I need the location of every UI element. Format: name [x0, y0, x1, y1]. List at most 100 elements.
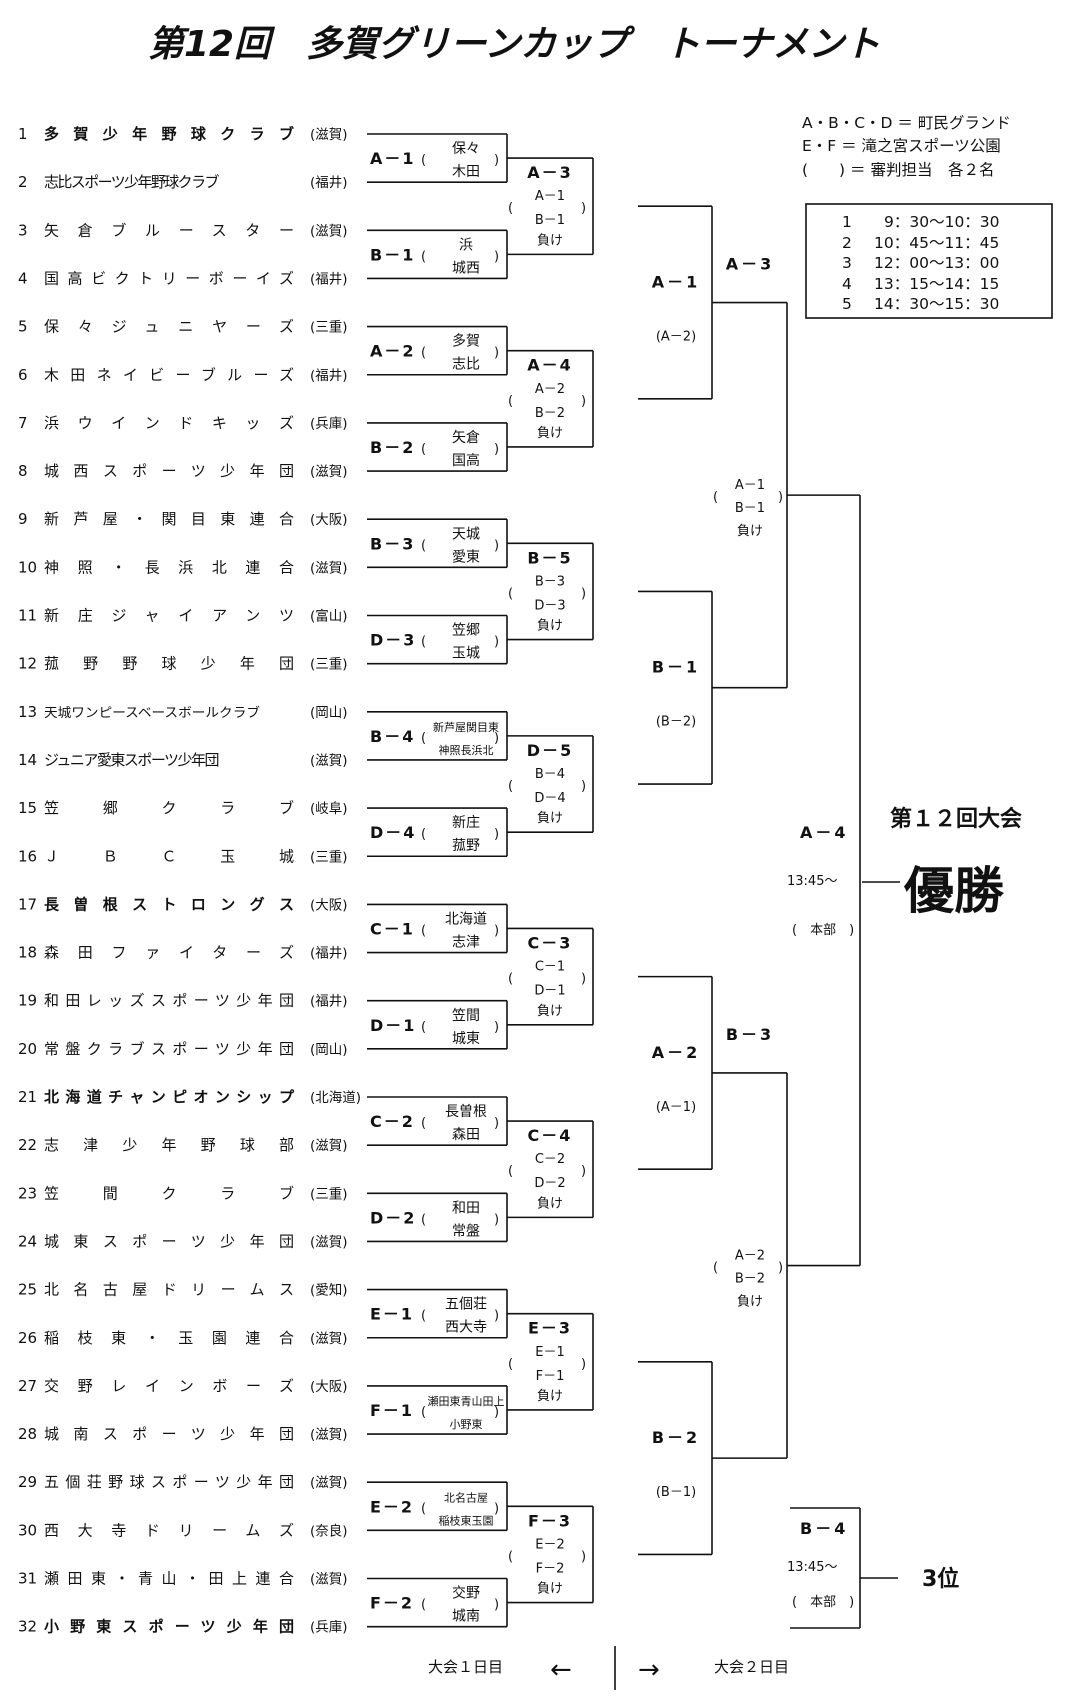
open-paren: (: [421, 153, 426, 168]
open-paren: (: [421, 346, 426, 361]
team-name: 交野レインボーズ: [44, 1377, 294, 1395]
match-label: A－3: [726, 255, 775, 274]
open-paren: (: [508, 779, 513, 794]
champion-label: 優勝: [903, 862, 1005, 920]
umpire-match: (A－2): [656, 330, 696, 345]
team-name: 城南スポーツ少年団: [44, 1425, 294, 1443]
open-paren: (: [421, 1501, 426, 1516]
umpire-match: A－1: [735, 478, 765, 493]
venue-notes: A・B・C・D ＝ 町民グランド E・F ＝ 滝之宮スポーツ公園 ( ) ＝ 審…: [802, 114, 1011, 179]
second-round-match: A－4()A－2B－2負け: [507, 349, 594, 448]
umpire-team: 浜: [459, 237, 473, 253]
umpire-match: D－2: [534, 1176, 565, 1191]
close-paren: ): [494, 635, 499, 650]
close-paren: ): [581, 779, 586, 794]
day1-label: 大会１日目: [428, 1658, 503, 1676]
umpire-team: 城西: [452, 260, 480, 276]
loser-note: 負け: [537, 811, 563, 826]
match-label: D－2: [370, 1208, 416, 1227]
team-number: 10: [18, 558, 37, 576]
close-paren: ): [494, 827, 499, 842]
second-round-match: E－3()E－1F－1負け: [507, 1312, 594, 1411]
team-name: 稲枝東・玉園連合: [44, 1329, 294, 1347]
team-number: 15: [18, 799, 37, 817]
team-name: 小野東スポーツ少年団: [44, 1618, 294, 1636]
match-label: C－3: [528, 933, 573, 952]
match-label: B－5: [527, 548, 572, 567]
match-label: A－4: [527, 356, 573, 375]
umpire-match: A－2: [535, 382, 565, 397]
left-arrow-icon: ←: [550, 1655, 572, 1685]
team-name: 木田ネイビーブルーズ: [44, 366, 294, 384]
umpire-team: 愛東: [452, 549, 480, 565]
team-number: 27: [18, 1377, 37, 1395]
team-name: 北名古屋ドリームス: [44, 1281, 294, 1299]
umpire-team: 木田: [452, 164, 480, 180]
match-label: A－2: [370, 342, 416, 361]
umpire-team: 天城: [452, 526, 480, 542]
close-paren: ): [581, 1549, 586, 1564]
match-label: C－1: [370, 919, 415, 938]
team-name: ジュニア愛東スポーツ少年団: [44, 751, 220, 769]
team-number: 31: [18, 1570, 37, 1588]
team-name: 矢倉ブルースター: [44, 221, 294, 239]
team-name: 西大寺ドリームズ: [44, 1521, 294, 1539]
team-name: 志津少年野球部: [44, 1136, 294, 1154]
third-place-match-place: ( 本部 ): [792, 1595, 854, 1610]
match-label: B－4: [370, 727, 415, 746]
second-round-match: D－5()B－4D－4負け: [507, 735, 594, 833]
open-paren: (: [421, 1309, 426, 1324]
team-number: 20: [18, 1040, 37, 1058]
umpire-match: D－3: [534, 598, 565, 613]
umpire-match: F－2: [536, 1561, 565, 1576]
close-paren: ): [581, 1357, 586, 1372]
quarter-final-match: B－1(B－2): [638, 590, 713, 785]
third-place-match-time: 13:45～: [787, 1560, 837, 1575]
schedule-no: 5: [842, 295, 852, 313]
venue-note: ( ) ＝ 審判担当 各２名: [802, 161, 994, 179]
team-name: 新庄ジャイアンツ: [44, 607, 294, 625]
second-round-match: F－3()E－2F－2負け: [507, 1505, 594, 1604]
team-number: 24: [18, 1232, 37, 1250]
match-label: C－2: [370, 1112, 415, 1131]
umpire-team: 稲枝東玉園: [439, 1513, 494, 1527]
team-number: 4: [18, 269, 28, 287]
quarter-final-match: A－1(A－2): [638, 205, 713, 400]
open-paren: (: [508, 394, 513, 409]
umpire-team: 笠間: [452, 1008, 480, 1024]
umpire-team: 長曽根: [445, 1104, 487, 1120]
team-number: 1: [18, 125, 28, 143]
team-name: 五個荘野球スポーツ少年団: [44, 1473, 294, 1491]
team-prefecture: (兵庫): [310, 1620, 348, 1636]
umpire-match: (B－1): [656, 1485, 696, 1500]
open-paren: (: [421, 1598, 426, 1613]
second-round-match: C－3()C－1D－1負け: [507, 927, 594, 1026]
open-paren: (: [421, 635, 426, 650]
open-paren: (: [421, 731, 426, 746]
team-number: 30: [18, 1521, 37, 1539]
umpire-match: B－1: [535, 213, 565, 228]
close-paren: ): [581, 1164, 586, 1179]
close-paren: ): [494, 346, 499, 361]
open-paren: (: [508, 1164, 513, 1179]
schedule-box: 1 9：30～10：30 2 10：45～11：45 3 12：00～13：00…: [805, 203, 1053, 319]
umpire-team: 矢倉: [452, 430, 480, 446]
close-paren: ): [494, 249, 499, 264]
team-prefecture: (福井): [310, 368, 348, 384]
